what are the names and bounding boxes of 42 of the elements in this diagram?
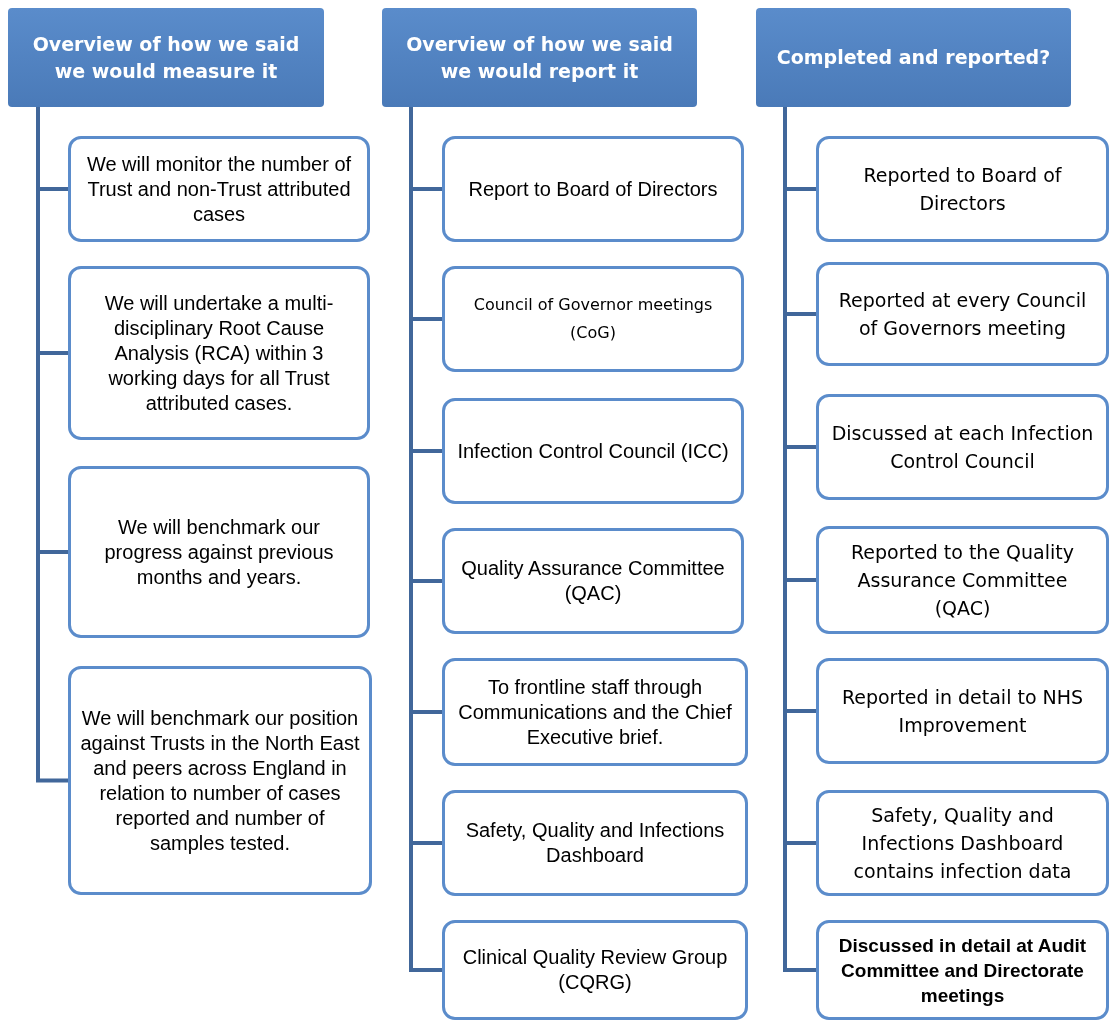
column-header [8,8,324,107]
item-box [442,398,744,504]
header-text: Overview of how we said we would report it [405,31,674,84]
item-text: To frontline staff through Communications and the Chief Executive brief. [457,674,733,750]
item-box [816,394,1109,500]
column-header [382,8,697,107]
header-text: Overview of how we said we would measure it [31,31,301,84]
item-text: Report to Board of Directors [468,176,718,202]
item-text: Discussed in detail at Audit Committee and Directorate meetings [837,933,1088,1008]
item-box [816,658,1109,764]
item-box [68,666,372,895]
item-text: Discussed at each Infection Control Council [830,421,1095,474]
header-text: Completed and reported? [776,45,1051,70]
item-box [68,466,370,638]
item-text: Safety, Quality and Infections Dashboard contains infection data [852,803,1073,884]
item-text: Clinical Quality Review Group (CQRG) [461,945,729,995]
item-text: We will undertake a multi-disciplinary Root Cause Analysis (RCA) within 3 working days for all Trust attributed cases. [103,290,335,416]
item-box [442,528,744,634]
item-box [816,526,1109,634]
item-text: We will benchmark our position against Trusts in the North East and peers across England in relation to number of cases reported and number of samples tested. [79,705,361,856]
item-text: Infection Control Council (ICC) [457,438,729,464]
item-text: Reported to the Quality Assurance Committee (QAC) [850,540,1075,621]
item-box [816,790,1109,896]
item-text: Quality Assurance Committee (QAC) [460,556,726,606]
item-text: Safety, Quality and Infections Dashboard [464,818,726,868]
item-text: We will monitor the number of Trust and non-Trust attributed cases [85,151,353,227]
item-box [816,262,1109,366]
item-box [68,266,370,440]
item-text: We will benchmark our progress against previous months and years. [103,514,335,590]
item-box [442,790,748,896]
item-box [816,920,1109,1020]
item-box [816,136,1109,242]
item-box [442,920,748,1020]
column-header [756,8,1071,107]
item-box [68,136,370,242]
item-text: Reported at every Council of Governors meeting [837,288,1088,341]
item-text: Reported to Board of Directors [862,163,1063,216]
item-text: Council of Governor meetings (CoG) [472,294,714,344]
item-box [442,658,748,766]
item-box [442,266,744,372]
item-text: Reported in detail to NHS Improvement [840,685,1085,738]
item-box [442,136,744,242]
